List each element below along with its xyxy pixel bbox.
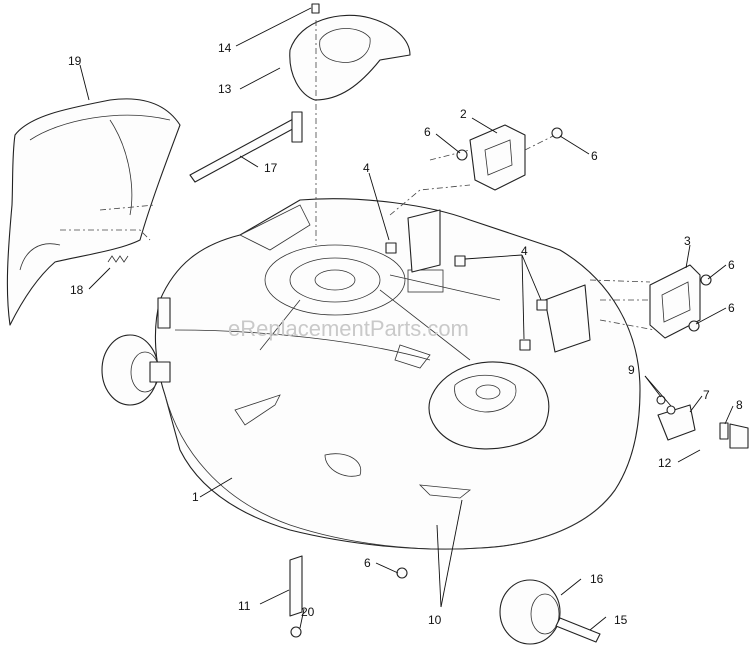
watermark: eReplacementParts.com (228, 316, 469, 341)
hose-fitting (729, 423, 749, 449)
callout-2: 2 (460, 107, 467, 121)
callout-6-bracket2-right: 6 (591, 149, 598, 163)
callout-10: 10 (428, 613, 442, 627)
callout-9: 9 (628, 363, 635, 377)
callout-11: 11 (238, 599, 251, 613)
hose-adapter (719, 422, 729, 440)
callout-1: 1 (192, 490, 199, 504)
wash-port-elbow (657, 404, 696, 441)
callout-19: 19 (68, 54, 82, 68)
callout-3: 3 (684, 234, 691, 248)
callout-12: 12 (658, 456, 672, 470)
cover-screw (311, 3, 320, 14)
spindle-cover (289, 14, 411, 101)
hanger-nut (290, 626, 302, 638)
callout-6-bracket2-left: 6 (424, 125, 431, 139)
bracket-3 (649, 264, 701, 339)
leader-lines (79, 7, 734, 631)
callout-18: 18 (70, 283, 84, 297)
bracket-2 (469, 124, 526, 191)
front-gauge-wheel (101, 297, 171, 406)
callout-16: 16 (590, 572, 604, 586)
callout-14: 14 (218, 41, 232, 55)
callout-15: 15 (614, 613, 628, 627)
callout-13: 13 (218, 82, 232, 96)
callout-7: 7 (703, 388, 710, 402)
callout-6-hanger: 6 (364, 556, 371, 570)
rear-gauge-wheel (499, 579, 601, 645)
hex-nuts (396, 127, 712, 579)
deflector-rod (189, 111, 303, 183)
callout-20: 20 (301, 605, 315, 619)
callout-numbers: 1 2 3 4 4 6 6 6 6 6 7 8 9 10 11 12 13 14… (68, 41, 743, 627)
callout-4-right: 4 (521, 244, 528, 258)
torsion-spring (107, 255, 129, 263)
mower-deck (154, 198, 641, 550)
callout-4-left: 4 (363, 161, 370, 175)
callout-17: 17 (264, 161, 278, 175)
mount-brackets (407, 209, 591, 353)
callout-6-bracket3-top: 6 (728, 258, 735, 272)
carriage-bolts (385, 242, 548, 351)
axle-hanger (289, 555, 303, 617)
callout-6-bracket3-bottom: 6 (728, 301, 735, 315)
discharge-deflector (6, 98, 181, 326)
callout-8: 8 (736, 398, 743, 412)
wash-port-screws (656, 395, 676, 415)
